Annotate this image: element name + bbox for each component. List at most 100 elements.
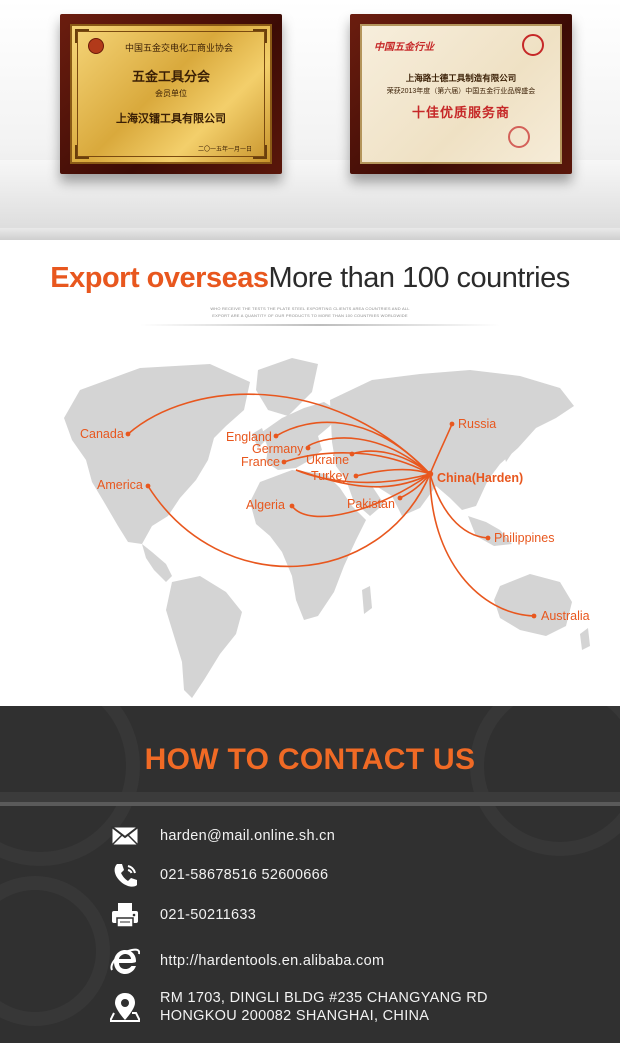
route-america (147, 473, 431, 568)
plaque-award: 十佳优质服务商 (411, 105, 510, 120)
export-heading-highlight: Export overseas (50, 262, 269, 294)
marker-algeria (289, 503, 295, 509)
country-markers (125, 421, 537, 619)
route-philippines (429, 473, 489, 539)
contact-address-line1: RM 1703, DINGLI BLDG #235 CHANGYANG RD (160, 990, 488, 1006)
award-plaque-right: 中国五金行业 上海路士德工具制造有限公司 荣获2013年度（第六届）中国五金行业… (350, 14, 572, 174)
fine-print-line: EXPORT ARE A QUANTITY OF OUR PRODUCTS TO… (212, 313, 408, 318)
label-ukraine: Ukraine (306, 453, 349, 467)
madagascar-shape (362, 586, 372, 614)
marker-ukraine (349, 451, 355, 457)
southeast-asia-islands (468, 516, 512, 546)
contact-fax[interactable]: 021-50211633 (160, 907, 257, 923)
export-heading: Export overseasMore than 100 countries (0, 262, 620, 295)
export-heading-rest: More than 100 countries (268, 262, 570, 294)
marker-america (145, 483, 151, 489)
australia-shape (494, 574, 572, 636)
corner-ornament (253, 145, 267, 159)
event-logo-icon (522, 34, 544, 56)
marker-russia (449, 421, 455, 427)
plaque-org: 中国五金交电化工商业协会 (124, 43, 233, 53)
envelope-icon (108, 821, 142, 851)
route-england (275, 421, 431, 475)
plaque-company: 上海路士德工具制造有限公司 (405, 73, 517, 83)
arabia-shape (346, 480, 384, 516)
location-pin-icon (108, 992, 142, 1022)
route-australia (429, 473, 535, 617)
marker-philippines (485, 535, 491, 541)
marker-china (426, 470, 434, 478)
gear-watermark-icon (0, 876, 110, 1026)
label-australia: Australia (541, 609, 590, 623)
gold-plate: 中国五金交电化工商业协会 五金工具分会 会员单位 上海汉镭工具有限公司 二〇一五… (70, 24, 272, 164)
contact-email[interactable]: harden@mail.online.sh.cn (160, 828, 336, 844)
shelf-edge (0, 228, 620, 240)
contact-address-row: RM 1703, DINGLI BLDG #235 CHANGYANG RD H… (108, 989, 488, 1025)
corner-ornament (75, 29, 89, 43)
marker-canada (125, 431, 131, 437)
corner-ornament (75, 145, 89, 159)
label-philippines: Philippines (494, 531, 554, 545)
contact-website-link[interactable]: http://hardentools.en.alibaba.com (160, 953, 385, 969)
contact-title: HOW TO CONTACT US (144, 743, 476, 776)
title-band (0, 792, 620, 802)
contact-address: RM 1703, DINGLI BLDG #235 CHANGYANG RD H… (160, 989, 488, 1025)
route-algeria (291, 473, 431, 518)
marker-france (281, 459, 287, 465)
marker-england (273, 433, 279, 439)
contact-section: HOW TO CONTACT US harden@mail.online.sh.… (0, 706, 620, 1043)
plaque-date: 二〇一五年一月一日 (197, 147, 252, 153)
seal-stamp-icon (508, 126, 530, 148)
route-turkey (355, 468, 431, 477)
route-europe-loop (295, 469, 431, 488)
greenland-shape (256, 358, 318, 416)
marker-turkey (353, 473, 359, 479)
plaque-branch: 五金工具分会 (131, 69, 210, 84)
contact-website-row[interactable]: http://hardentools.en.alibaba.com (108, 946, 384, 976)
telephone-icon (108, 860, 142, 890)
label-turkey: Turkey (311, 469, 349, 483)
label-pakistan: Pakistan (347, 497, 395, 511)
route-ukraine (351, 450, 431, 475)
gear-watermark-icon (470, 706, 620, 856)
marker-pakistan (397, 495, 403, 501)
corner-ornament (253, 29, 267, 43)
contact-phone-row[interactable]: 021-58678516 52600666 (108, 860, 328, 890)
contact-email-row[interactable]: harden@mail.online.sh.cn (108, 821, 335, 851)
britain-shape (252, 428, 266, 448)
plaque-event: 荣获2013年度（第六届）中国五金行业品牌盛会 (386, 88, 536, 95)
contact-fax-row[interactable]: 021-50211633 (108, 900, 256, 930)
label-canada: Canada (80, 427, 124, 441)
association-logo-icon (88, 38, 104, 54)
label-china: China(Harden) (437, 471, 523, 485)
label-france: France (241, 455, 280, 469)
continents (64, 358, 590, 698)
award-plaque-left: 中国五金交电化工商业协会 五金工具分会 会员单位 上海汉镭工具有限公司 二〇一五… (60, 14, 282, 174)
europe-shape (262, 402, 340, 470)
world-export-map: China(Harden) Russia Canada England Germ… (0, 330, 620, 708)
internet-explorer-icon (108, 946, 142, 976)
awards-banner: 中国五金交电化工商业协会 五金工具分会 会员单位 上海汉镭工具有限公司 二〇一五… (0, 0, 620, 240)
central-america-shape (142, 544, 172, 582)
plaque-company: 上海汉镭工具有限公司 (116, 113, 226, 125)
fine-print-line: WHO RECEIVE THE TESTS THE PLATE STEEL EX… (210, 306, 410, 311)
plate-border (77, 31, 265, 157)
route-russia (429, 423, 453, 475)
contact-phone[interactable]: 021-58678516 52600666 (160, 867, 329, 883)
marker-germany (305, 445, 311, 451)
contact-address-line2: HONGKOU 200082 SHANGHAI, CHINA (160, 1008, 430, 1024)
export-routes (127, 393, 535, 617)
divider-rule (140, 324, 500, 326)
marker-australia (531, 613, 537, 619)
label-germany: Germany (252, 442, 304, 456)
label-america: America (97, 478, 143, 492)
south-america-shape (166, 576, 242, 698)
africa-shape (250, 470, 366, 620)
plaque-member: 会员单位 (155, 89, 187, 98)
route-canada (127, 393, 431, 475)
label-algeria: Algeria (246, 498, 285, 512)
north-america-shape (64, 364, 250, 544)
label-england: England (226, 430, 272, 444)
cream-plate: 中国五金行业 上海路士德工具制造有限公司 荣获2013年度（第六届）中国五金行业… (360, 24, 562, 164)
